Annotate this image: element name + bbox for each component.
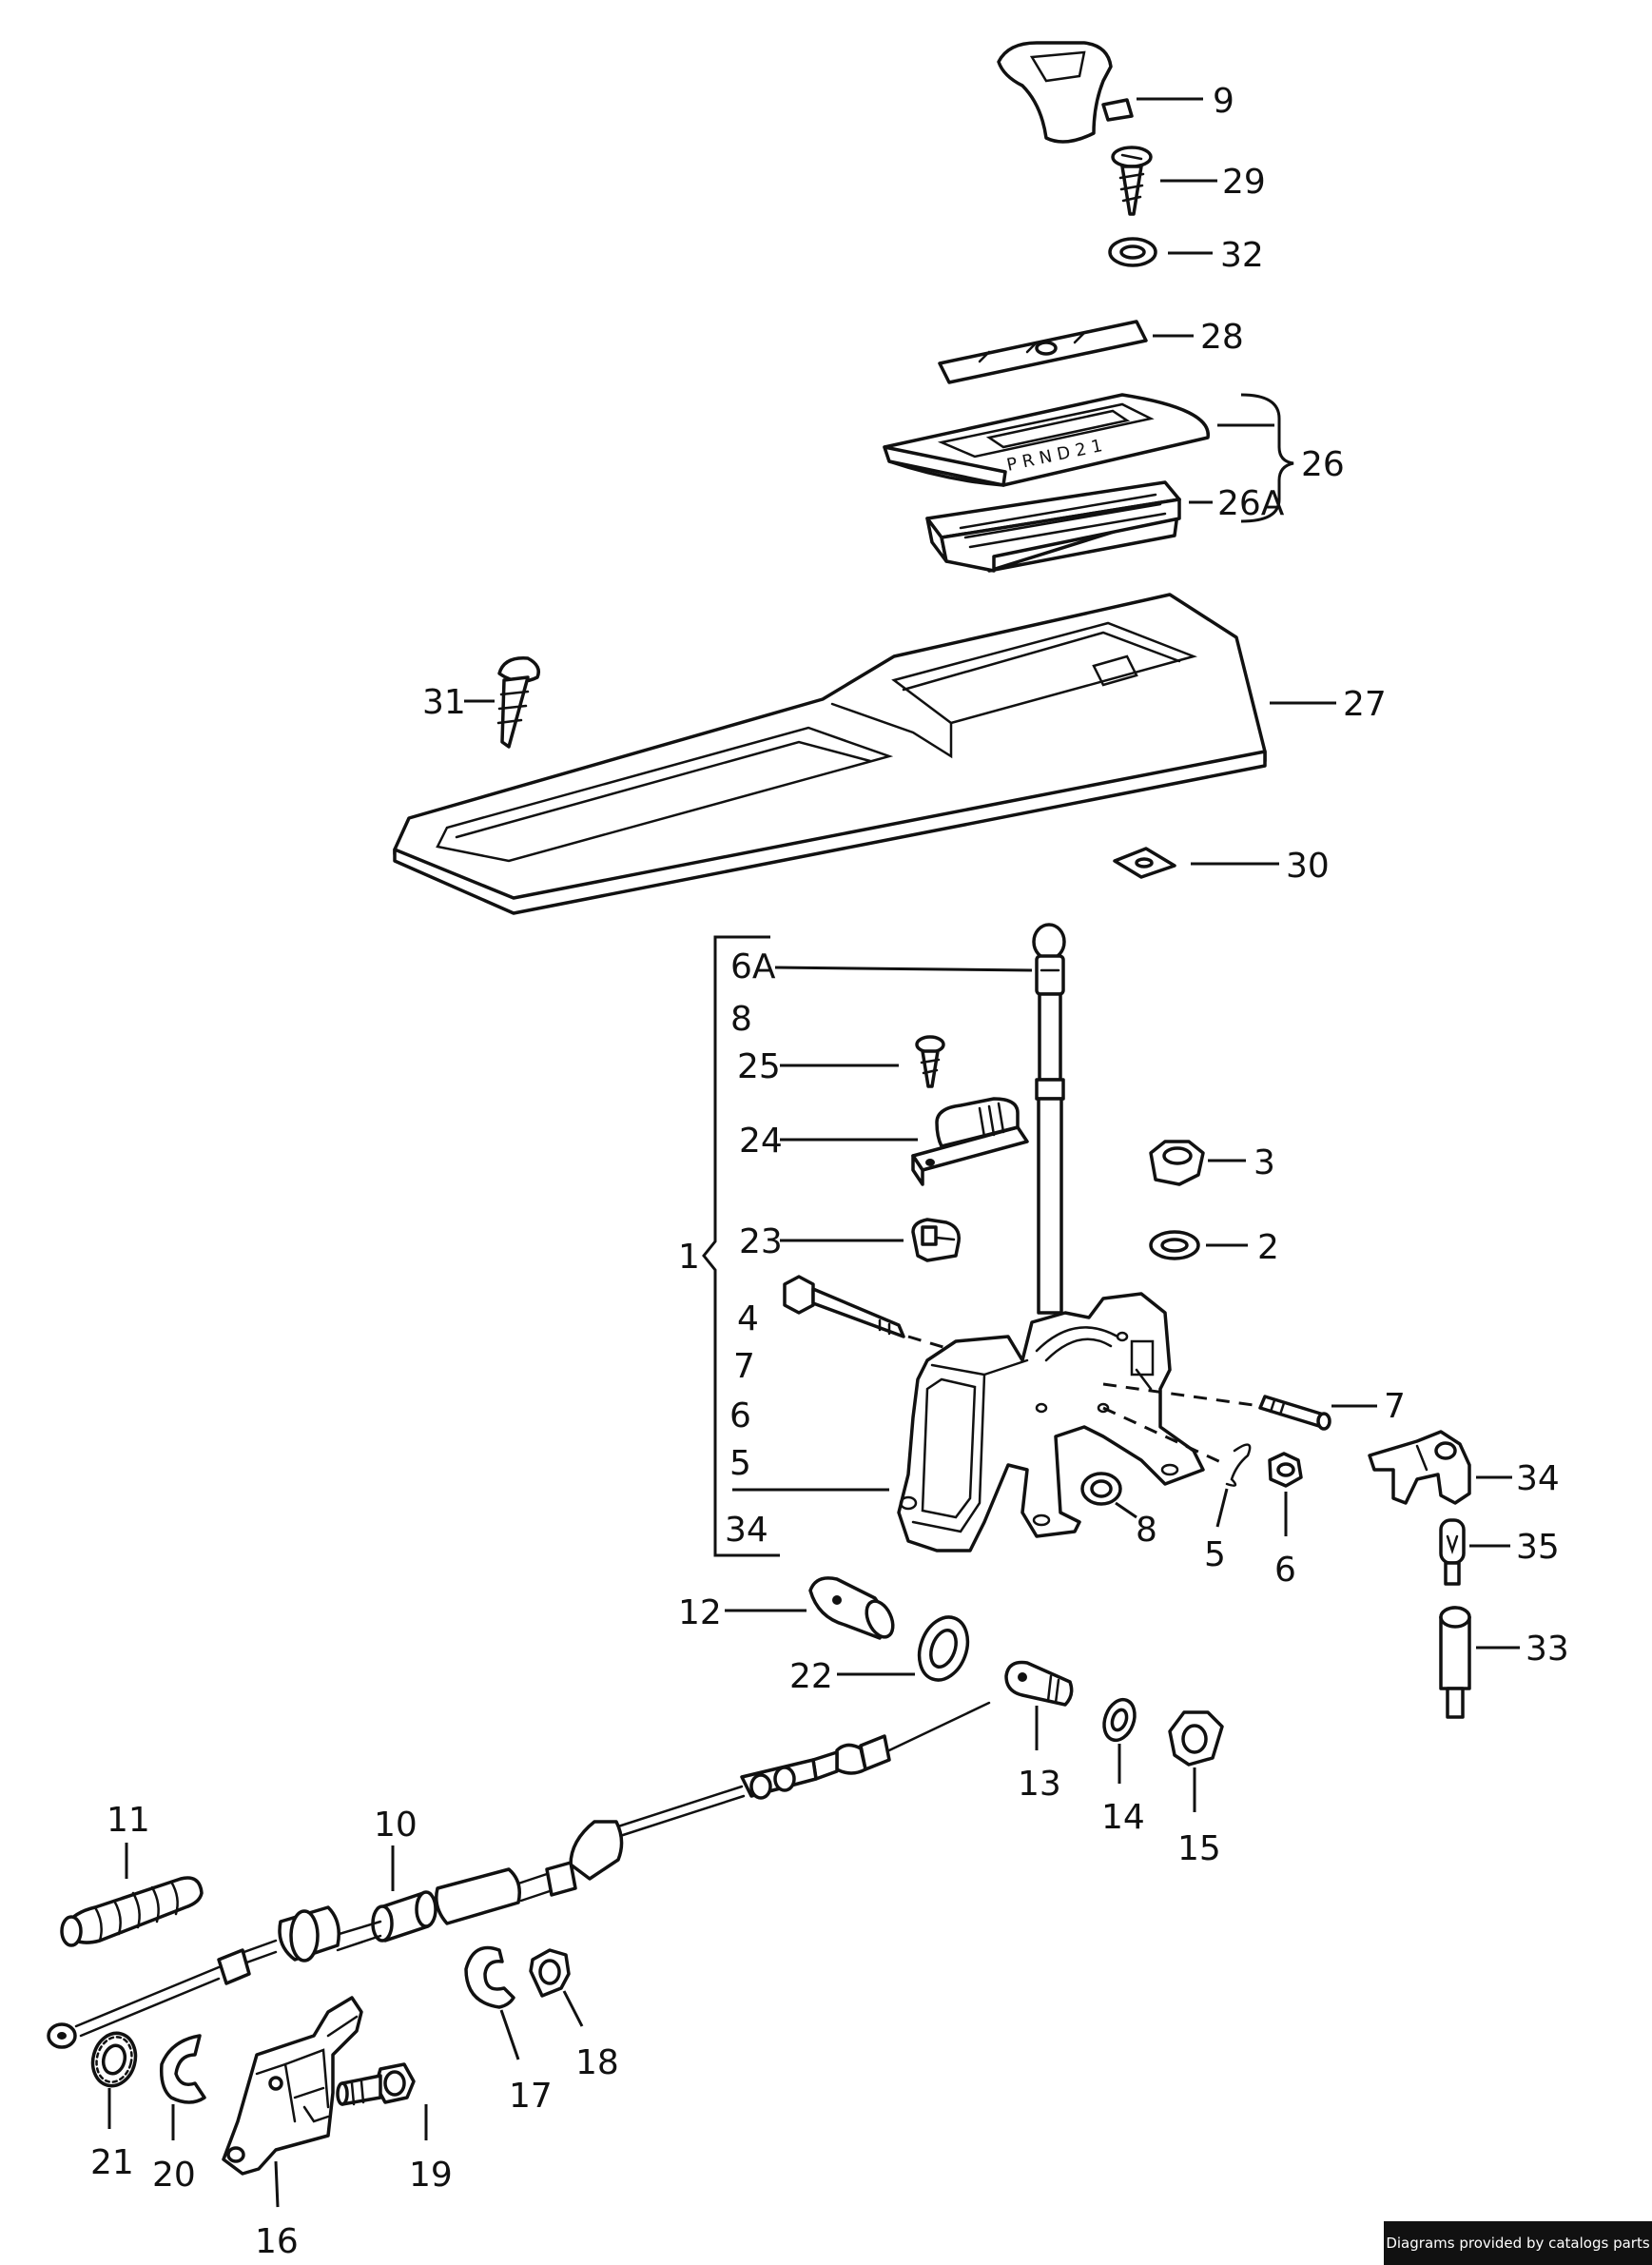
label-6b: 6 bbox=[729, 1396, 751, 1435]
part-29-screw bbox=[1111, 146, 1153, 216]
label-35: 35 bbox=[1516, 1528, 1560, 1567]
label-10: 10 bbox=[374, 1806, 418, 1845]
label-7b: 7 bbox=[1384, 1387, 1406, 1426]
part-8-bushing bbox=[1080, 1472, 1122, 1506]
label-18: 18 bbox=[575, 2043, 619, 2082]
label-24: 24 bbox=[739, 1122, 783, 1161]
label-31: 31 bbox=[422, 683, 466, 722]
part-6a-shift-lever bbox=[1032, 923, 1066, 1315]
label-23: 23 bbox=[739, 1222, 783, 1261]
part-28-indicator-strip bbox=[938, 320, 1148, 384]
label-27: 27 bbox=[1343, 685, 1387, 724]
label-1: 1 bbox=[678, 1238, 700, 1277]
part-25-screw bbox=[915, 1035, 945, 1088]
part-34-solenoid bbox=[1368, 1430, 1471, 1505]
label-7a: 7 bbox=[733, 1347, 755, 1386]
part-32-washer bbox=[1108, 237, 1157, 267]
label-11: 11 bbox=[107, 1801, 150, 1840]
label-8a: 8 bbox=[730, 1000, 752, 1039]
label-21: 21 bbox=[90, 2143, 134, 2182]
label-5a: 5 bbox=[729, 1444, 751, 1483]
part-31-screw bbox=[496, 656, 540, 749]
label-9: 9 bbox=[1213, 82, 1234, 121]
part-26a-seal bbox=[925, 480, 1181, 573]
label-25: 25 bbox=[737, 1047, 781, 1086]
part-20-e-clip bbox=[159, 2034, 206, 2104]
label-26: 26 bbox=[1301, 445, 1345, 484]
part-2-washer bbox=[1149, 1230, 1200, 1260]
part-10-cable bbox=[47, 1701, 991, 2049]
part-housing bbox=[897, 1292, 1205, 1552]
part-6-nut bbox=[1268, 1452, 1303, 1488]
part-12-sleeve bbox=[808, 1576, 895, 1640]
label-19: 19 bbox=[409, 2156, 453, 2195]
label-30: 30 bbox=[1286, 847, 1330, 886]
part-35-bulb bbox=[1439, 1518, 1466, 1586]
label-6c: 6 bbox=[1274, 1551, 1296, 1590]
label-26a: 26A bbox=[1217, 484, 1285, 523]
label-6a: 6A bbox=[730, 947, 776, 986]
label-3: 3 bbox=[1254, 1143, 1275, 1182]
part-21-lock-washer bbox=[90, 2031, 138, 2088]
part-3-nut bbox=[1149, 1140, 1205, 1186]
label-13: 13 bbox=[1018, 1765, 1061, 1804]
part-33-bulb-holder bbox=[1439, 1606, 1471, 1719]
part-22-washer bbox=[917, 1615, 970, 1682]
label-29: 29 bbox=[1222, 163, 1266, 202]
part-19-bolt bbox=[336, 2062, 416, 2106]
label-15: 15 bbox=[1177, 1829, 1221, 1868]
part-15-nut bbox=[1168, 1710, 1224, 1767]
part-9-knob bbox=[997, 41, 1134, 144]
part-14-washer bbox=[1102, 1697, 1137, 1743]
label-4: 4 bbox=[737, 1299, 759, 1338]
part-24-switch bbox=[911, 1097, 1029, 1186]
credit-badge: Diagrams provided by catalogs parts bbox=[1384, 2221, 1652, 2265]
part-17-spring-washer bbox=[464, 1945, 515, 2009]
part-11-boot bbox=[60, 1876, 204, 1947]
label-32: 32 bbox=[1220, 236, 1264, 275]
label-17: 17 bbox=[509, 2077, 553, 2116]
label-33: 33 bbox=[1526, 1630, 1569, 1669]
part-30-clip bbox=[1113, 847, 1176, 879]
part-27-console bbox=[393, 593, 1267, 915]
part-23-bushing bbox=[911, 1218, 961, 1262]
label-2: 2 bbox=[1257, 1228, 1279, 1267]
label-22: 22 bbox=[789, 1657, 833, 1696]
part-5-circlip bbox=[1225, 1443, 1252, 1487]
part-4-bolt bbox=[783, 1275, 905, 1338]
part-16-lever bbox=[222, 1996, 363, 2176]
part-18-nut bbox=[529, 1948, 571, 1998]
part-7-pin bbox=[1258, 1395, 1331, 1431]
part-13-cable-end bbox=[1004, 1660, 1074, 1707]
part-26-cover: P R N D 2 1 bbox=[883, 393, 1210, 487]
label-28: 28 bbox=[1200, 318, 1244, 357]
label-12: 12 bbox=[678, 1593, 722, 1632]
label-5b: 5 bbox=[1204, 1535, 1226, 1574]
label-34a: 34 bbox=[725, 1511, 768, 1550]
label-34b: 34 bbox=[1516, 1459, 1560, 1498]
label-20: 20 bbox=[152, 2156, 196, 2195]
label-14: 14 bbox=[1101, 1798, 1145, 1837]
label-8b: 8 bbox=[1136, 1511, 1157, 1550]
label-16: 16 bbox=[255, 2222, 299, 2261]
